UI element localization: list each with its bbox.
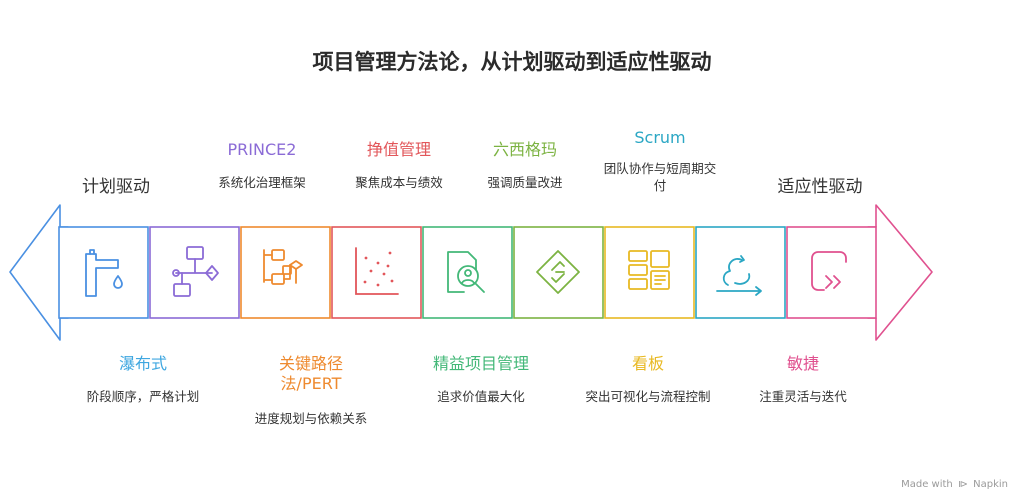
earned-value-heading: 挣值管理	[366, 140, 431, 159]
napkin-brand-text: Napkin	[973, 479, 1008, 490]
segment-lean	[422, 226, 513, 319]
faucet-icon	[85, 249, 123, 297]
flowchart-icon	[172, 246, 219, 297]
made-with-text: Made with	[901, 479, 953, 490]
agile-heading: 敏捷	[786, 354, 819, 373]
kanban-board-icon	[628, 250, 670, 290]
iteration-loop-icon	[716, 255, 762, 296]
right-arrowhead	[867, 204, 933, 341]
prince2-desc: 系统化治理框架	[218, 175, 306, 190]
exit-arrow-icon	[811, 251, 847, 291]
scrum-heading: Scrum	[634, 128, 686, 147]
earned-value-desc: 聚焦成本与绩效	[355, 175, 443, 190]
kanban-heading: 看板	[631, 354, 664, 373]
diagram-title: 项目管理方法论，从计划驱动到适应性驱动	[312, 50, 712, 74]
scrum-desc: 团队协作与短周期交付	[603, 161, 717, 193]
segment-agile	[786, 226, 877, 319]
segment-earned-value	[331, 226, 422, 319]
cpm-pert-desc: 进度规划与依赖关系	[254, 411, 368, 426]
segment-scrum	[695, 226, 786, 319]
scatter-plot-icon	[355, 247, 399, 295]
segment-cpm	[240, 226, 331, 319]
diamond-process-icon	[536, 250, 580, 294]
lean-desc: 追求价值最大化	[437, 389, 525, 404]
segment-kanban	[604, 226, 695, 319]
waterfall-heading: 瀑布式	[118, 354, 167, 373]
segment-waterfall	[58, 226, 149, 319]
lean-heading: 精益项目管理	[432, 354, 529, 373]
napkin-logo-icon: ⧐	[957, 479, 968, 490]
agile-desc: 注重灵活与迭代	[759, 389, 847, 404]
prince2-heading: PRINCE2	[227, 140, 297, 159]
magnify-analysis-icon	[447, 251, 485, 293]
cpm-pert-heading: 关键路径法/PERT	[278, 354, 343, 393]
adaptive-driven-label: 适应性驱动	[777, 177, 863, 197]
plan-driven-label: 计划驱动	[82, 177, 150, 197]
kanban-desc: 突出可视化与流程控制	[585, 389, 711, 404]
waterfall-desc: 阶段顺序，严格计划	[86, 389, 200, 404]
six-sigma-heading: 六西格玛	[492, 140, 557, 159]
critical-path-icon	[263, 249, 303, 285]
napkin-watermark: Made with ⧐ Napkin	[901, 479, 1008, 490]
six-sigma-desc: 强调质量改进	[487, 175, 563, 190]
